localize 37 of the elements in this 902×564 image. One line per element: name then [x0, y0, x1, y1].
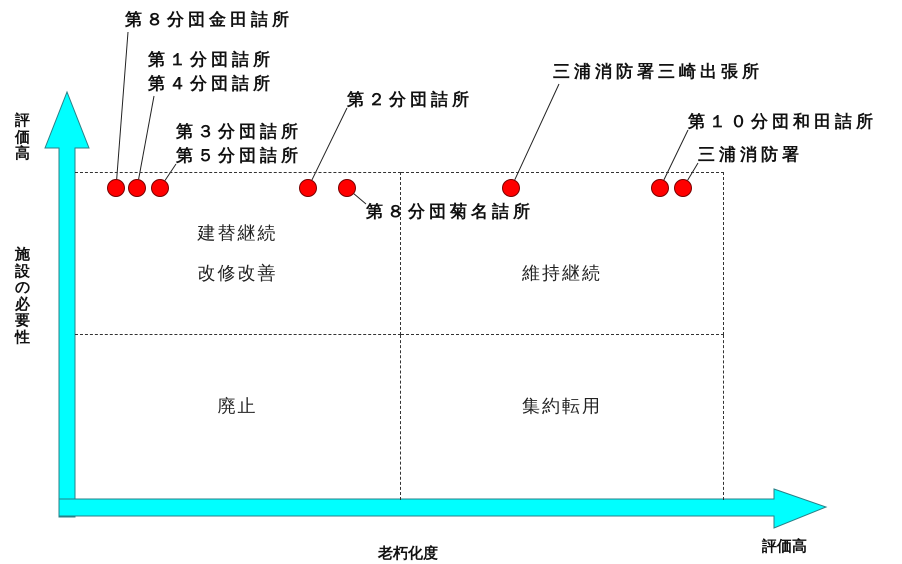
callout-label: 第８分団菊名詰所 — [366, 201, 534, 224]
quadrant-label: 集約転用 — [521, 395, 603, 418]
marker-dot — [651, 179, 669, 197]
leader-line — [353, 193, 366, 204]
callout-label: 第３分団詰所 — [176, 121, 302, 144]
leader-line — [687, 162, 698, 181]
marker-dot — [128, 179, 146, 197]
axis-label: 評価高 — [15, 112, 30, 162]
callout-label: 三浦消防署三崎出張所 — [553, 61, 763, 84]
axis-label: 評価高 — [762, 537, 807, 556]
quadrant-label: 維持継続 — [521, 262, 603, 285]
quadrant-region — [75, 172, 401, 335]
leader-line — [311, 108, 348, 180]
marker-dot — [338, 179, 356, 197]
callout-label: 第８分団金田詰所 — [125, 9, 293, 32]
quadrant-region — [401, 172, 724, 335]
marker-dot — [502, 179, 520, 197]
leader-line — [164, 164, 176, 181]
callout-label: 三浦消防署 — [698, 144, 803, 167]
callout-label: 第１分団詰所 — [148, 49, 274, 72]
callout-label: 第１０分団和田詰所 — [688, 111, 877, 134]
marker-dot — [107, 179, 125, 197]
axis-title: 老朽化度 — [378, 544, 438, 563]
leader-line — [663, 130, 688, 180]
leader-line — [514, 84, 560, 180]
marker-dot — [674, 179, 692, 197]
callout-label: 第４分団詰所 — [148, 73, 274, 96]
leader-line — [116, 32, 128, 180]
quadrant-label: 改修改善 — [196, 262, 278, 285]
marker-dot — [299, 179, 317, 197]
quadrant-label: 建替継続 — [196, 222, 278, 245]
leader-line — [138, 96, 154, 180]
callout-label: 第２分団詰所 — [347, 89, 473, 112]
axis-title: 施設の必要性 — [15, 246, 30, 345]
quadrant-label: 廃止 — [216, 395, 258, 418]
callout-label: 第５分団詰所 — [176, 145, 302, 168]
marker-dot — [151, 179, 169, 197]
